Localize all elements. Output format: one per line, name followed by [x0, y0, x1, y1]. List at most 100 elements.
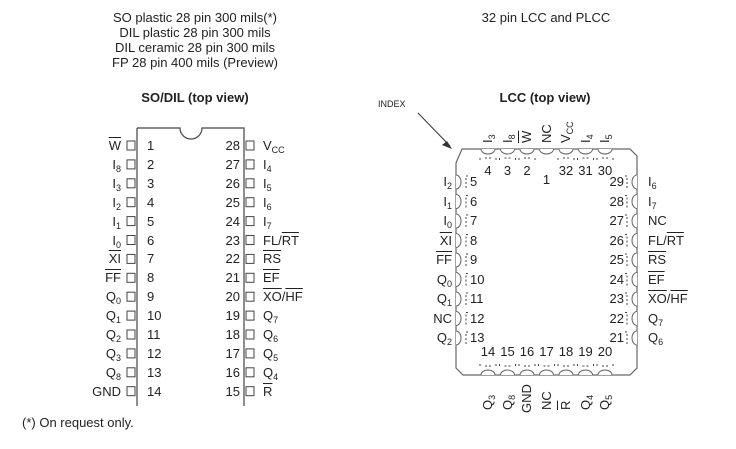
lcc-pin-pad	[465, 175, 468, 189]
lcc-pin-pad	[625, 234, 628, 247]
pin-name-part: 0	[115, 296, 121, 307]
dil-pin-pad	[126, 272, 136, 283]
pin-name-part: Q	[597, 399, 612, 410]
pin-label: W	[109, 139, 121, 153]
pin-label: Q3	[480, 394, 497, 410]
pin-number: 10	[470, 271, 485, 287]
lcc-pin-scallop	[455, 272, 462, 287]
pin-number: 21	[225, 270, 240, 286]
pin-label: Q7	[648, 311, 663, 327]
pin-number: 5	[147, 213, 155, 229]
pin-name-part: RT	[281, 232, 299, 248]
lcc-pin-scallop	[558, 369, 574, 376]
package-line-1: SO plastic 28 pin 300 mils(*)	[112, 10, 278, 25]
pin-label: I1	[112, 214, 121, 230]
pin-label: Q0	[106, 290, 121, 307]
dil-pin-pad	[126, 329, 136, 340]
pin-number: 17	[225, 345, 240, 361]
dil-pin-pad	[126, 291, 136, 302]
dil-pin-pad	[126, 386, 136, 397]
pin-name-part: I	[443, 213, 447, 228]
pin-number: 24	[225, 213, 240, 229]
package-line-4: FP 28 pin 400 mils (Preview)	[112, 55, 278, 70]
pin-label: Q7	[263, 309, 278, 325]
pin-label: Q0	[437, 272, 452, 288]
pin-name-part: 3	[487, 394, 497, 400]
lcc-pin-scallop	[455, 233, 462, 248]
pin-name-part: 0	[115, 239, 121, 250]
pin-label: I1	[443, 194, 452, 211]
lcc-pin-scallop	[500, 148, 515, 155]
pin-label: XI	[440, 233, 452, 248]
pin-name-part: Q	[105, 345, 116, 361]
pin-label: NC	[539, 391, 554, 410]
pin-number: 15	[500, 344, 515, 359]
pin-number: 31	[578, 163, 593, 178]
pin-name-part: 0	[446, 220, 452, 230]
lcc-body	[455, 148, 638, 376]
pin-number: 16	[225, 364, 240, 380]
pin-label: GND	[92, 383, 121, 399]
pin-name-part: 6	[651, 181, 657, 191]
pin-name-part: 1	[446, 298, 452, 308]
pin-name-part: GND	[519, 384, 534, 413]
pin-number: 16	[519, 344, 535, 359]
pin-name-part: V	[263, 138, 272, 153]
dil-pin-pad	[245, 197, 255, 208]
pin-label: I3	[112, 176, 121, 192]
pin-label: Q4	[263, 365, 279, 382]
pin-label: VCC	[263, 138, 285, 155]
pin-label: Q8	[500, 394, 517, 410]
pin-name-part: 3	[487, 134, 497, 140]
pin-number: 6	[147, 232, 155, 248]
pin-name-part: 2	[115, 334, 121, 344]
pin-name-part: 1	[446, 200, 452, 211]
index-arrow-line	[417, 112, 451, 147]
pin-name-part: I	[263, 156, 267, 172]
pin-name-part: XO	[648, 291, 667, 306]
pin-name-part: 8	[506, 134, 517, 140]
pin-label: Q5	[263, 346, 278, 362]
pin-number: 14	[480, 344, 496, 359]
pin-number: 4	[484, 163, 492, 178]
lcc-pin-scallop	[631, 233, 638, 248]
lcc-pin-pad	[518, 157, 536, 162]
pin-label: XI	[109, 252, 121, 266]
pin-label: I0	[112, 233, 121, 250]
pin-number: 3	[147, 175, 155, 191]
pin-name-part: 2	[446, 181, 452, 191]
dil-pin-pad	[245, 272, 255, 283]
pin-name-part: 8	[115, 163, 121, 174]
pin-name-part: 4	[273, 371, 279, 382]
dil-pin-pad	[126, 310, 136, 321]
dil-pin-pad	[245, 367, 255, 378]
pin-name-part: 7	[651, 200, 657, 211]
lcc-pin-pad	[518, 362, 536, 367]
dil-pin-pad	[245, 386, 255, 397]
pin-name-part: 2	[446, 337, 452, 347]
pin-name-part: Q	[436, 330, 447, 345]
dil-pin-pad	[126, 367, 136, 378]
pin-number: 30	[597, 163, 613, 178]
pin-label: NC	[539, 124, 554, 143]
lcc-pin-scallop	[480, 148, 496, 155]
lcc-pin-pad	[557, 362, 575, 367]
pin-name-part: 6	[266, 201, 272, 212]
pin-label: I4	[263, 156, 272, 173]
lcc-pin-scallop	[631, 213, 638, 229]
pin-number: 11	[470, 291, 484, 306]
pin-label: Q6	[648, 331, 663, 347]
pin-number: 24	[609, 271, 624, 287]
lcc-pin-scallop	[631, 330, 638, 346]
dil-pin-pad	[245, 253, 255, 264]
pin-name-part: GND	[92, 383, 121, 399]
lcc-pin-pad	[465, 292, 468, 306]
lcc-pin-scallop	[455, 174, 462, 190]
lcc-pin-scallop	[455, 213, 462, 229]
pin-label: FL/RT	[648, 233, 684, 248]
pin-label: I0	[443, 213, 452, 230]
pin-number: 26	[609, 232, 624, 248]
pin-name-part: 8	[506, 394, 517, 400]
dil-pin-pad	[245, 329, 255, 340]
lcc-pin-pad	[557, 157, 575, 162]
